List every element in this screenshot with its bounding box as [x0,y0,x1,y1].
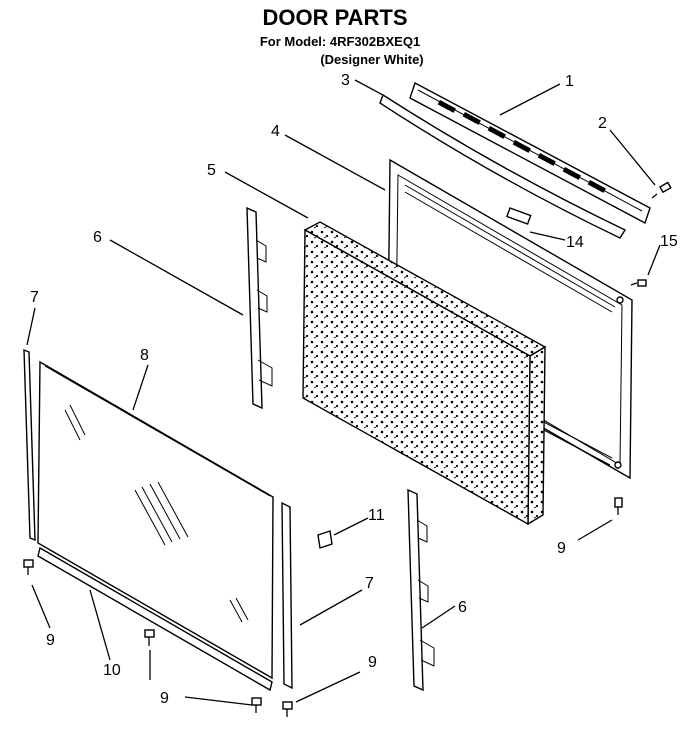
page-title: DOOR PARTS [262,5,407,30]
part-8-door-glass [37,360,274,680]
part-9-screw-bottom-left [251,697,262,713]
callout-1: 1 [565,73,574,90]
callout-7-right: 7 [365,575,374,592]
color-line: (Designer White) [320,52,423,67]
callout-7-left: 7 [30,289,39,306]
part-15-screw [630,279,647,287]
part-9-screw-bottom-right [282,701,293,717]
callout-2: 2 [598,115,607,132]
part-7-side-trim-right [281,501,293,690]
part-5-insulation [302,221,547,526]
callout-8: 8 [140,347,149,364]
part-7-side-trim-left [23,348,36,542]
callout-11: 11 [368,507,385,524]
part-2-screw [651,181,672,199]
part-9-screw-bottom-mid [144,629,155,646]
callout-9-left: 9 [46,632,55,649]
callout-15: 15 [660,233,678,250]
part-11-clip [317,530,333,549]
callout-4: 4 [271,123,280,140]
callout-9-right: 9 [557,540,566,557]
part-9-screw-left [23,559,34,575]
part-6-hinge-bracket-upper [246,206,273,410]
model-line: For Model: 4RF302BXEQ1 [260,34,420,49]
callout-6-lower: 6 [458,599,467,616]
part-9-screw-right-frame [614,497,623,515]
part-6-hinge-bracket-lower [407,488,435,692]
callout-9-bottom: 9 [160,690,169,707]
part-14-badge [506,207,532,225]
callout-14: 14 [566,234,584,251]
part-1-vent-trim [409,81,651,225]
part-10-bottom-trim [37,546,273,692]
part-3-trim-strip [379,93,627,239]
callout-9-bottom-right: 9 [368,654,377,671]
leader-lines [26,79,661,706]
callout-labels: 1 2 3 4 5 6 6 7 7 8 9 9 9 9 10 11 14 15 [30,72,678,707]
callout-6-upper: 6 [93,229,102,246]
callout-3: 3 [341,72,350,89]
callout-5: 5 [207,162,216,179]
callout-10: 10 [103,662,121,679]
